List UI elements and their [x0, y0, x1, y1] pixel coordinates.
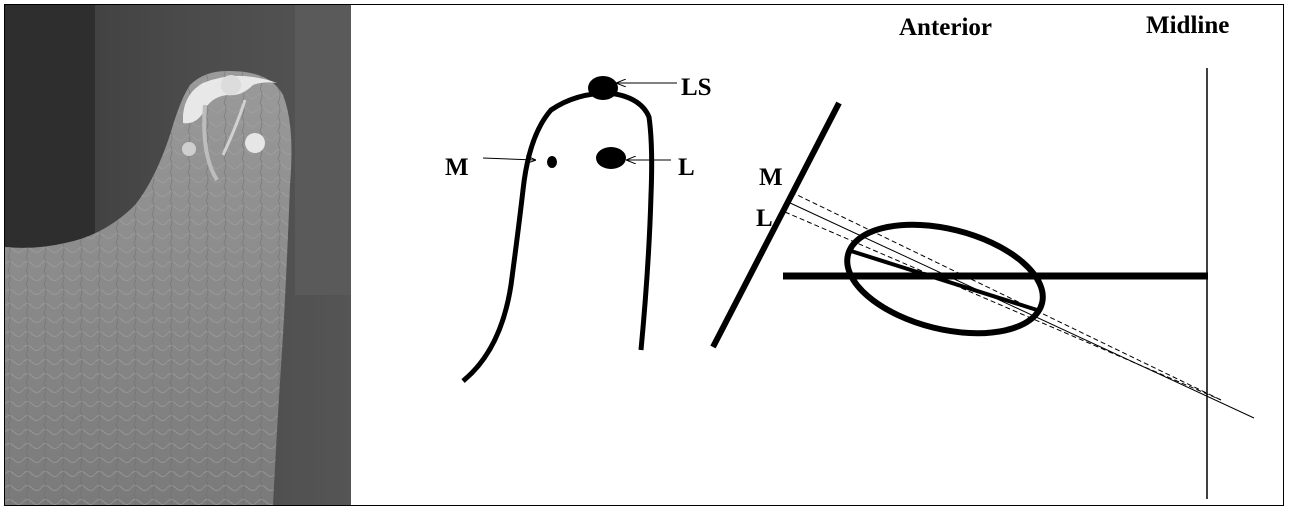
radiograph-upper-right-block: [295, 5, 351, 295]
m-pointer-arrow: [482, 158, 535, 160]
ridge-outline: [461, 90, 655, 383]
anterior-label: Anterior: [899, 14, 992, 41]
restoration-strand: [202, 104, 219, 182]
l-projection-label: L: [756, 205, 773, 232]
m-projection-label: M: [759, 164, 783, 191]
l-projection-line: [784, 211, 1222, 401]
lingual-marker: [596, 147, 626, 169]
schematic-diagram: Anterior Midline LS M L M L: [445, 12, 1255, 499]
midline-label: Midline: [1146, 12, 1229, 39]
m-label: M: [445, 154, 469, 181]
center-projection-line: [787, 201, 1255, 419]
m-projection-line: [790, 191, 1222, 401]
implant-marker-left: [182, 142, 196, 156]
thick-projection-segment: [850, 249, 1038, 312]
lingual-surface-marker: [588, 76, 618, 100]
l-label: L: [678, 154, 695, 181]
radiograph-panel: [5, 5, 351, 505]
radiograph-dark-band: [5, 5, 95, 255]
ridge-bone-texture: [5, 70, 292, 505]
mesial-marker: [547, 156, 557, 168]
implant-marker-top: [221, 75, 241, 95]
canal-line: [221, 99, 247, 156]
cross-section-ellipse: [844, 221, 1046, 337]
implant-marker-right: [245, 133, 265, 153]
ls-label: LS: [681, 74, 712, 101]
figure: Anterior Midline LS M L M L: [4, 4, 1284, 506]
angled-plane-line: [710, 101, 842, 349]
restoration-cap: [183, 75, 277, 124]
